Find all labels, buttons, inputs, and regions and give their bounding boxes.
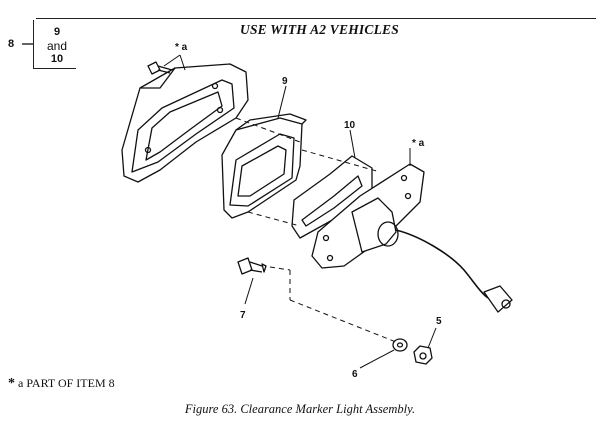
footnote: * a PART OF ITEM 8 — [8, 376, 115, 392]
callout-star-a-right: * a — [412, 138, 425, 149]
callout-item-5: 5 — [436, 316, 442, 327]
leader-lines — [163, 54, 437, 369]
lens-part — [221, 113, 307, 219]
figure-caption: Figure 63. Clearance Marker Light Assemb… — [184, 402, 416, 416]
header-rule — [36, 18, 596, 19]
nut-item-5 — [413, 345, 433, 365]
callout-item-10: 10 — [344, 120, 356, 131]
callout-item-6: 6 — [352, 369, 358, 380]
callout-item-9: 9 — [282, 76, 288, 87]
footnote-text: a PART OF ITEM 8 — [18, 376, 115, 390]
bracket-line-1: 9 — [53, 26, 61, 38]
callout-item-7: 7 — [240, 310, 246, 321]
callout-star-a-top: * a — [175, 42, 188, 53]
footnote-star: * — [8, 376, 15, 391]
bracket-line-3: 10 — [50, 53, 64, 65]
base-plate-part — [311, 163, 425, 269]
alignment-lines — [235, 117, 397, 343]
bracket-line-2: and — [46, 39, 68, 53]
screw-item-7 — [237, 257, 267, 275]
wire-lead — [395, 229, 513, 313]
item-bracket — [33, 20, 76, 69]
screw-top — [147, 61, 173, 75]
bracket-item-number: 8 — [8, 38, 15, 50]
washer-item-6 — [392, 338, 408, 352]
page-title: USE WITH A2 VEHICLES — [240, 22, 399, 37]
housing-part — [121, 63, 249, 183]
